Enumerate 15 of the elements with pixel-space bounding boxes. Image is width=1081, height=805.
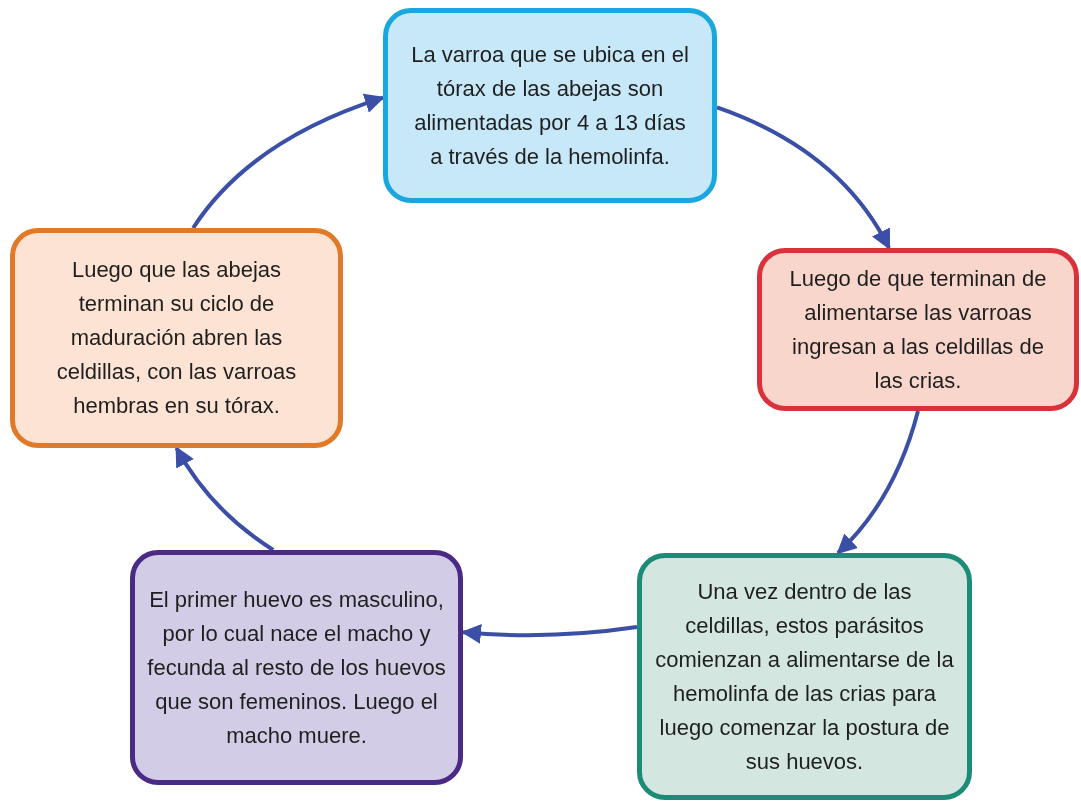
arrow [716,105,891,250]
step-text: Una vez dentro de las celdillas, estos parásitos comienzan a alimentarse de la hemolinfa de las crias para luego comenzar la postura de sus huevos. [654,577,955,776]
step-box [383,8,717,203]
step-box [757,248,1079,411]
step-text: Luego que las abejas terminan su ciclo de maduración abren las celdillas, con las varroas hembras en su tórax. [55,256,298,420]
arrow [174,446,275,552]
step-box [637,553,972,800]
arrow [461,623,638,644]
arrow [836,410,920,555]
step-box [10,228,343,448]
step-box [130,550,463,785]
arrow [191,94,385,230]
step-text: El primer huevo es masculino, por lo cual nace el macho y fecunda al resto de los huevos que son femeninos. Luego el macho muere. [147,585,446,750]
step-text: Luego de que terminan de alimentarse las varroas ingresan a las celdillas de las crias. [788,264,1048,395]
step-text: La varroa que se ubica en el tórax de las abejas son alimentadas por 4 a 13 días a través de la hemolinfa. [410,40,690,171]
